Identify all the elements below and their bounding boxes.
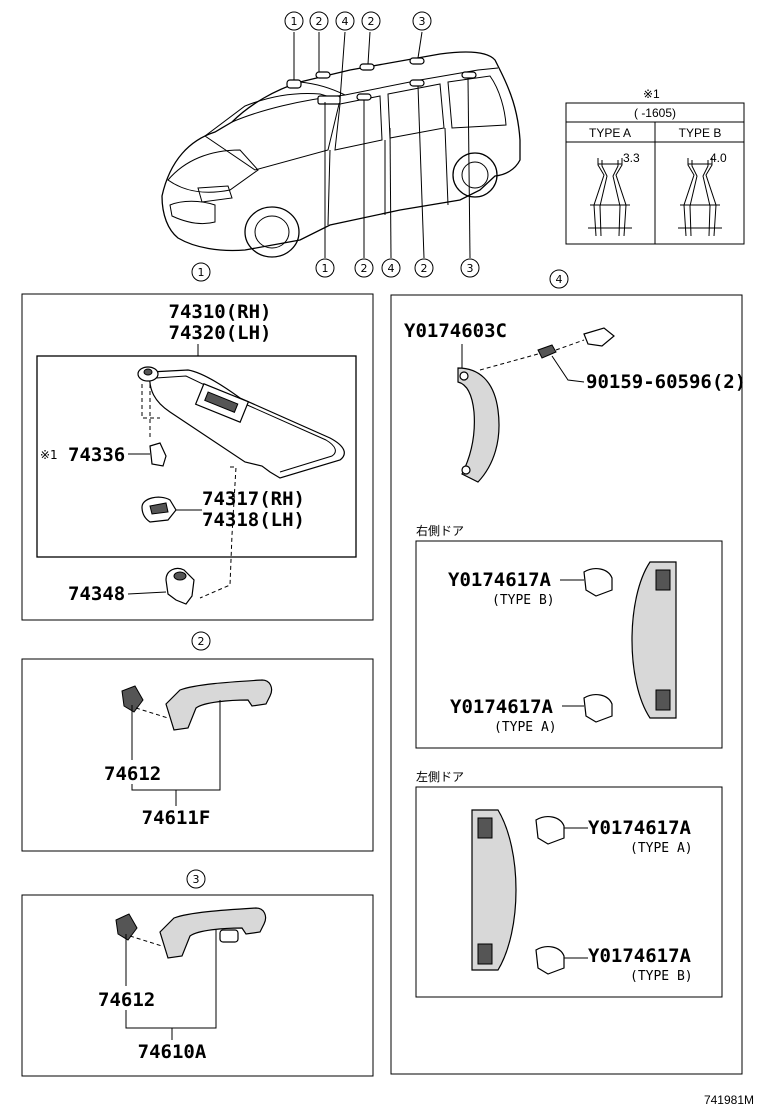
holder-rh-label: 74317(RH)	[202, 488, 305, 510]
type-a-header: TYPE A	[589, 126, 631, 140]
panel2-cap-label: 74612	[104, 763, 161, 785]
svg-text:1: 1	[322, 262, 329, 275]
left-door-grip	[471, 809, 517, 971]
callout-top-3: 3	[412, 11, 432, 31]
svg-text:2: 2	[368, 15, 375, 28]
type-b-header: TYPE B	[679, 126, 722, 140]
right-door-label: 右側ドア	[416, 523, 464, 538]
assist-grip-2	[165, 679, 273, 731]
screw-label: 90159-60596(2)	[586, 371, 746, 393]
note-mark: ※1	[643, 87, 660, 101]
section-1-callout: 1	[198, 266, 205, 279]
callout-bottom-2b: 2	[414, 258, 434, 278]
left-cap-a-type: (TYPE A)	[630, 841, 693, 856]
right-cap-b	[583, 568, 613, 597]
left-cap-a	[535, 816, 565, 845]
screw-retainer	[583, 327, 615, 347]
svg-text:4: 4	[388, 262, 395, 275]
callout-bottom-2: 2	[354, 258, 374, 278]
sun-visor	[149, 369, 345, 479]
section-3-callout: 3	[193, 873, 200, 886]
panel-1-sun-visor: 1 74310(RH) 74320(LH) 74336 ※1 74317(RH)…	[21, 262, 374, 621]
svg-text:3: 3	[467, 262, 474, 275]
vehicle-illustration	[161, 31, 521, 259]
top-callouts: 1 2 4 2 3	[284, 11, 432, 31]
panel-4-door-grip: 4 Y0174603C 90159-60596(2) 右側ドア Y0174617…	[390, 269, 746, 1075]
panel3-grip-label: 74610A	[138, 1041, 207, 1063]
holder-lh-label: 74318(LH)	[202, 509, 305, 531]
left-cap-a-label: Y0174617A	[588, 817, 692, 839]
handle-label: Y0174603C	[404, 320, 507, 342]
clip-74336-label: 74336	[68, 444, 125, 466]
screw	[537, 344, 557, 359]
callout-top-1: 1	[284, 11, 304, 31]
callout-bottom-4: 4	[381, 258, 401, 278]
svg-text:4: 4	[342, 15, 349, 28]
assist-grip-3	[159, 907, 267, 959]
left-cap-b-label: Y0174617A	[588, 945, 692, 967]
panel-3-assist-grip: 3 74612 74610A	[21, 869, 374, 1077]
svg-text:2: 2	[316, 15, 323, 28]
clip-type-b-drawing: 4.0	[678, 151, 727, 237]
clip-74336	[149, 442, 167, 467]
note-range: ( -1605)	[634, 106, 676, 120]
svg-text:2: 2	[421, 262, 428, 275]
svg-text:2: 2	[361, 262, 368, 275]
panel3-cap-label: 74612	[98, 989, 155, 1011]
figure-id: 741981M	[704, 1093, 754, 1107]
right-cap-a-label: Y0174617A	[450, 696, 554, 718]
grip-cap-3	[115, 913, 138, 941]
left-door-label: 左側ドア	[416, 769, 464, 784]
bracket-74348	[165, 567, 195, 605]
right-cap-b-type: (TYPE B)	[492, 593, 555, 608]
section-4-callout: 4	[556, 273, 563, 286]
left-cap-b	[535, 946, 565, 975]
visor-rh-label: 74310(RH)	[169, 301, 272, 323]
bracket-label: 74348	[68, 583, 125, 605]
svg-text:1: 1	[291, 15, 298, 28]
callout-top-2: 2	[309, 11, 329, 31]
left-cap-b-type: (TYPE B)	[630, 969, 693, 984]
dim-b: 4.0	[710, 151, 727, 165]
note-table: ※1 ( -1605) TYPE A TYPE B 3.3 4.0	[565, 87, 745, 245]
callout-bottom-1: 1	[315, 258, 335, 278]
svg-text:3: 3	[419, 15, 426, 28]
right-door-grip	[631, 561, 677, 719]
clip-type-a-drawing: 3.3	[588, 151, 640, 237]
right-cap-a	[583, 694, 613, 723]
callout-top-4: 4	[335, 11, 355, 31]
callout-bottom-3: 3	[460, 258, 480, 278]
callout-top-2b: 2	[361, 11, 381, 31]
right-cap-b-label: Y0174617A	[448, 569, 552, 591]
door-handle-y0174603c	[457, 367, 500, 483]
clip-mark: ※1	[40, 448, 58, 462]
dim-a: 3.3	[623, 151, 640, 165]
bottom-callouts: 1 2 4 2 3	[315, 258, 480, 278]
visor-lh-label: 74320(LH)	[169, 322, 272, 344]
right-cap-a-type: (TYPE A)	[494, 720, 557, 735]
panel-2-assist-grip: 2 74612 74611F	[21, 631, 374, 852]
panel2-grip-label: 74611F	[142, 807, 211, 829]
grip-cap	[121, 685, 144, 713]
section-2-callout: 2	[198, 635, 205, 648]
